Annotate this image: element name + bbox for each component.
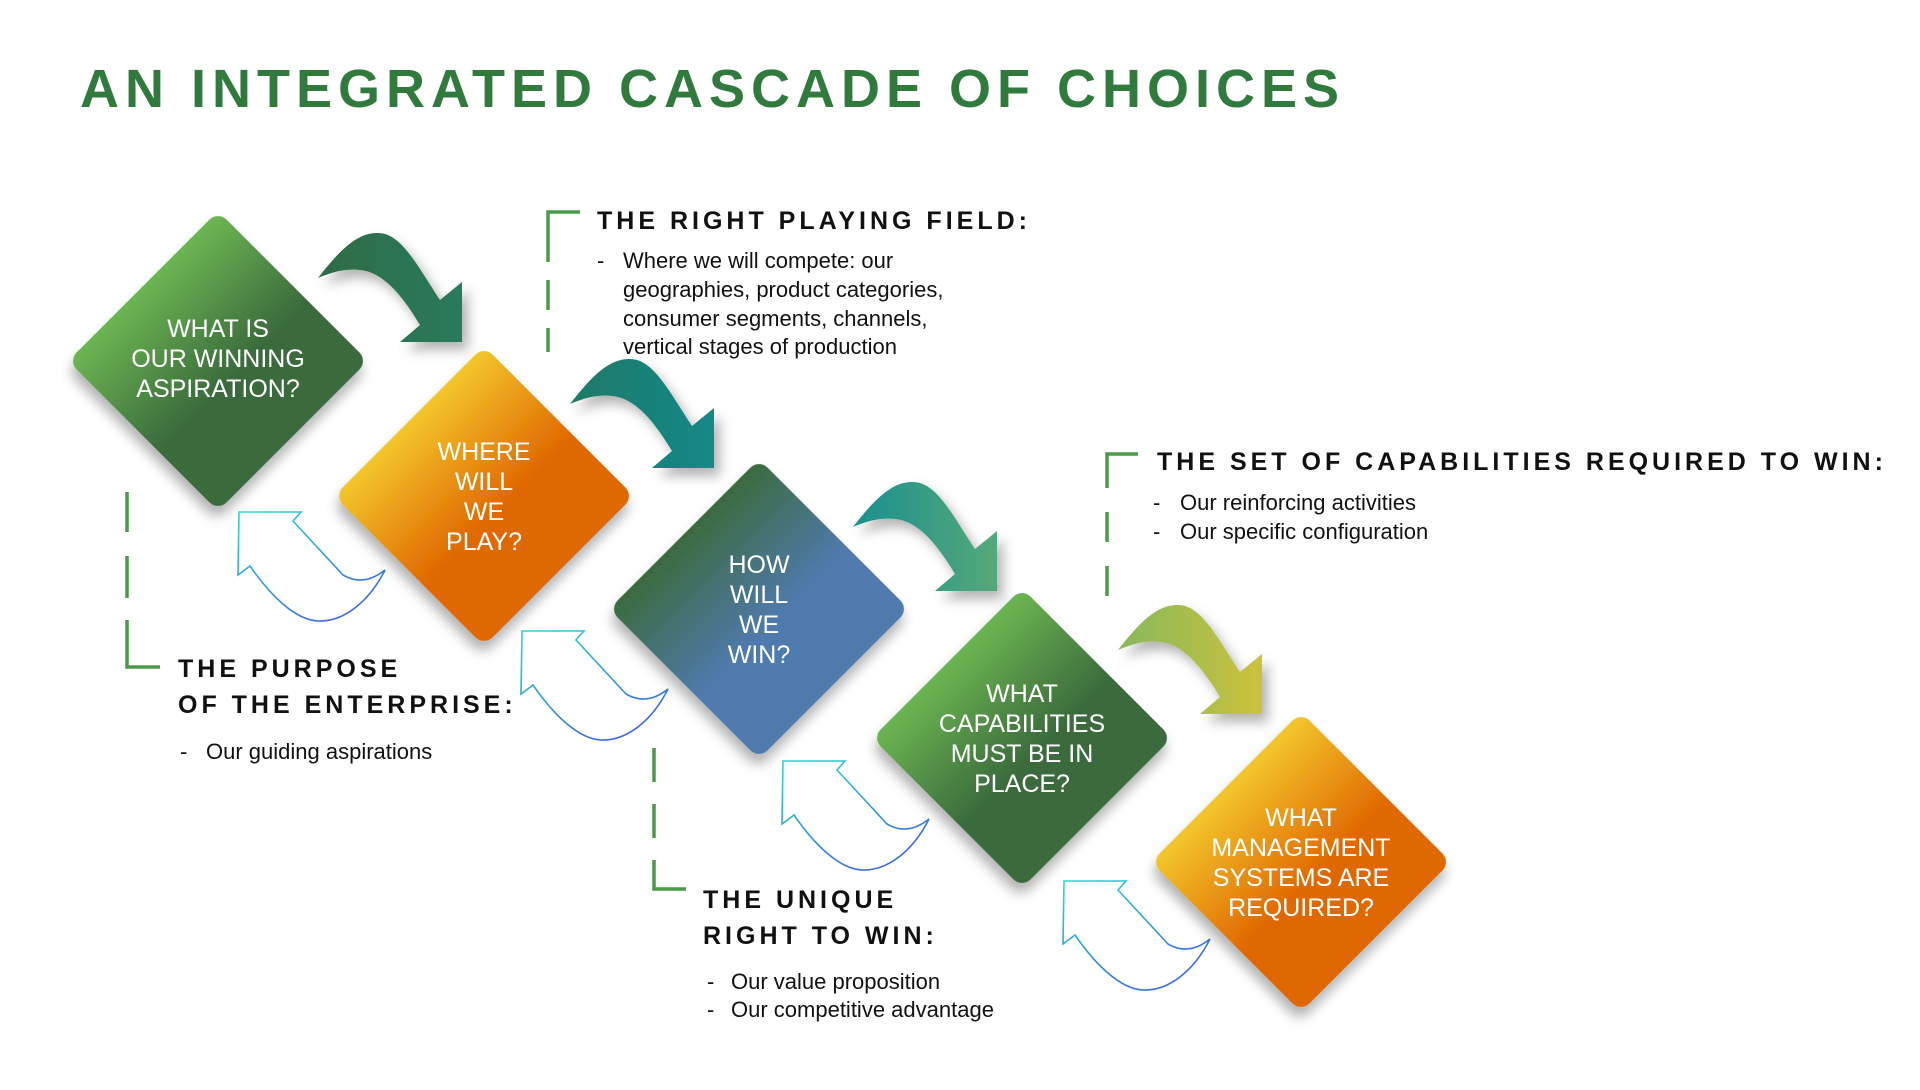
diamond-label: MUST BE IN [951, 740, 1094, 768]
diamond-label: WE [464, 498, 504, 526]
diamond-label: WIN? [728, 641, 791, 669]
callout-heading: RIGHT TO WIN: [703, 922, 938, 950]
bullet-text: consumer segments, channels, [623, 306, 928, 331]
bracket [652, 748, 686, 891]
callout-purpose: THE PURPOSE OF THE ENTERPRISE: - Our gui… [125, 492, 517, 764]
diamond-management-systems: WHAT MANAGEMENT SYSTEMS ARE REQUIRED? [1156, 717, 1446, 1007]
diamond-label: MANAGEMENT [1211, 834, 1390, 862]
bullet-text: Our guiding aspirations [206, 739, 432, 764]
callout-playing-field: THE RIGHT PLAYING FIELD: - Where we will… [546, 207, 1031, 359]
forward-arrow-icon [853, 482, 997, 591]
diamond-how-win: HOW WILL WE WIN? [614, 464, 904, 754]
diamond-label: WILL [455, 468, 513, 496]
diamond-capabilities: WHAT CAPABILITIES MUST BE IN PLACE? [877, 593, 1167, 883]
bullet-text: geographies, product categories, [623, 277, 943, 302]
bullet-marker: - [597, 248, 604, 273]
callout-heading: THE SET OF CAPABILITIES REQUIRED TO WIN: [1157, 448, 1887, 476]
forward-arrow-icon [318, 233, 462, 342]
page-title: AN INTEGRATED CASCADE OF CHOICES [80, 59, 1345, 119]
feedback-arrow-icon [781, 760, 930, 871]
callout-heading: THE UNIQUE [703, 886, 897, 914]
forward-arrow-icon [1118, 605, 1262, 714]
forward-arrows [318, 233, 1262, 714]
feedback-arrows [237, 511, 1211, 991]
bullet-text: Our competitive advantage [731, 997, 994, 1022]
bullet-text: Where we will compete: our [623, 248, 893, 273]
bullet-text: Our value proposition [731, 969, 940, 994]
bullet-marker: - [1153, 490, 1160, 515]
diamond-label: PLAY? [446, 528, 522, 556]
diamond-label: PLACE? [974, 770, 1070, 798]
forward-arrow-icon [570, 359, 714, 468]
diamond-label: ASPIRATION? [136, 375, 299, 403]
bullet-marker: - [1153, 519, 1160, 544]
diamond-where-play: WHERE WILL WE PLAY? [339, 351, 629, 641]
bracket [546, 210, 580, 352]
bullet-marker: - [180, 739, 187, 764]
diamond-label: SYSTEMS ARE [1213, 864, 1389, 892]
feedback-arrow-icon [237, 511, 386, 622]
bullet-marker: - [707, 997, 714, 1022]
diamond-label: REQUIRED? [1228, 894, 1374, 922]
feedback-arrow-icon [520, 630, 669, 741]
bracket [125, 492, 160, 669]
diamond-label: WE [739, 611, 779, 639]
bullet-text: Our specific configuration [1180, 519, 1428, 544]
callout-unique-right: THE UNIQUE RIGHT TO WIN: - Our value pro… [652, 748, 994, 1022]
diamond-label: WHAT [986, 680, 1058, 708]
bullet-text: vertical stages of production [623, 334, 897, 359]
diamond-label: OUR WINNING [131, 345, 305, 373]
callout-heading: OF THE ENTERPRISE: [178, 691, 517, 719]
diamond-label: HOW [728, 551, 790, 579]
diamond-label: CAPABILITIES [939, 710, 1105, 738]
diamond-label: WILL [730, 581, 788, 609]
bullet-marker: - [707, 969, 714, 994]
callout-heading: THE PURPOSE [178, 655, 401, 683]
diamond-label: WHAT [1265, 804, 1337, 832]
diamond-winning-aspiration: WHAT IS OUR WINNING ASPIRATION? [73, 216, 363, 506]
callout-capabilities: THE SET OF CAPABILITIES REQUIRED TO WIN:… [1105, 448, 1887, 596]
diamond-label: WHAT IS [167, 315, 269, 343]
bracket [1105, 452, 1138, 596]
bullet-text: Our reinforcing activities [1180, 490, 1416, 515]
callout-heading: THE RIGHT PLAYING FIELD: [597, 207, 1031, 235]
feedback-arrow-icon [1062, 880, 1211, 991]
diamond-label: WHERE [437, 438, 530, 466]
